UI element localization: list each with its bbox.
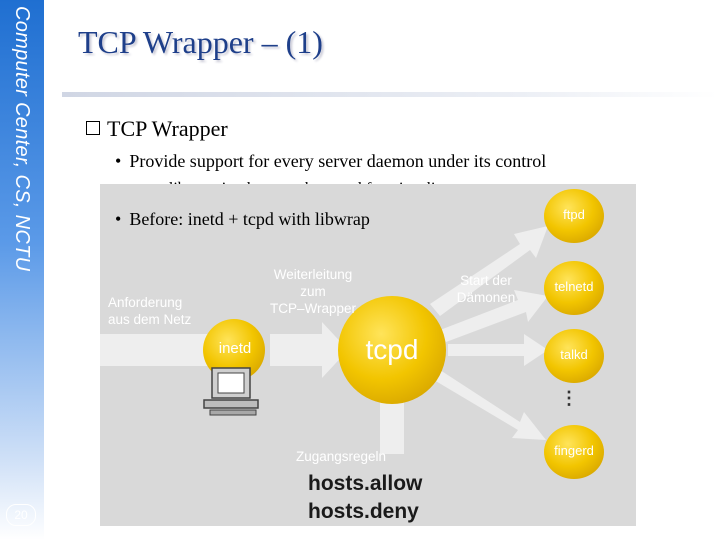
ftpd-node xyxy=(544,189,604,243)
inetd-label: inetd xyxy=(218,340,252,357)
arrow-tcpd-to-ftpd xyxy=(430,226,548,316)
dot-bullet-icon: • xyxy=(115,151,122,171)
telnetd-label: telnetd xyxy=(554,279,594,294)
label-request-from-network: Anforderung aus dem Netz xyxy=(108,294,191,328)
label-line: Weiterleitung xyxy=(273,267,353,282)
page-number: 20 xyxy=(6,504,36,526)
arrow-tcpd-to-telnetd xyxy=(440,290,548,342)
label-access-rules: Zugangsregeln xyxy=(296,449,387,464)
talkd-node xyxy=(544,329,604,383)
arrow-tcpd-to-talkd xyxy=(448,334,548,366)
tcpd-node xyxy=(338,296,446,404)
computer-icon xyxy=(203,367,259,416)
sidebar-title: Computer Center, CS, NCTU xyxy=(11,6,33,272)
tcpd-label: tcpd xyxy=(365,334,419,365)
telnetd-node xyxy=(544,261,604,315)
dot-bullet-icon: • xyxy=(115,209,122,229)
label-line: TCP–Wrapper xyxy=(269,301,357,316)
hosts-deny-file: hosts.deny xyxy=(308,500,419,523)
bullet-sub-1: • Provide support for every server daemon… xyxy=(115,151,546,172)
inetd-node xyxy=(203,319,265,381)
label-line: Dämonen xyxy=(456,290,516,305)
sidebar: Computer Center, CS, NCTU 20 xyxy=(0,0,44,540)
label-start-daemons: Start der Dämonen xyxy=(446,272,526,306)
talkd-label: talkd xyxy=(560,347,588,362)
label-line: zum xyxy=(300,284,326,299)
fingerd-node xyxy=(544,425,604,479)
label-line: Start der xyxy=(460,273,512,288)
arrow-inetd-to-tcpd xyxy=(270,322,348,378)
bullet-sub-1-text: Provide support for every server daemon … xyxy=(129,151,547,171)
checkbox-bullet-icon xyxy=(86,121,100,135)
slide-title: TCP Wrapper – (1) xyxy=(78,24,323,60)
hosts-allow-file: hosts.allow xyxy=(308,472,423,495)
diagram-graphics xyxy=(100,189,604,479)
bullet-sub-2-text: Before: inetd + tcpd with libwrap xyxy=(129,209,370,229)
arrow-tcpd-to-fingerd xyxy=(434,370,546,440)
fingerd-label: fingerd xyxy=(554,443,594,458)
bullet-sub-2: • Before: inetd + tcpd with libwrap xyxy=(115,209,370,230)
label-forwarding: Weiterleitung zum TCP–Wrapper xyxy=(258,266,368,317)
ftpd-label: ftpd xyxy=(563,207,585,222)
more-daemons-ellipsis: ⋮ xyxy=(560,388,578,408)
label-line: Anforderung xyxy=(108,295,183,310)
title-divider xyxy=(62,92,718,97)
bullet-main-text: TCP Wrapper xyxy=(107,116,228,141)
tcp-wrapper-diagram: Anforderung aus dem Netz Weiterleitung z… xyxy=(100,184,636,526)
label-line: aus dem Netz xyxy=(108,312,192,327)
bullet-main: TCP Wrapper xyxy=(86,116,228,142)
